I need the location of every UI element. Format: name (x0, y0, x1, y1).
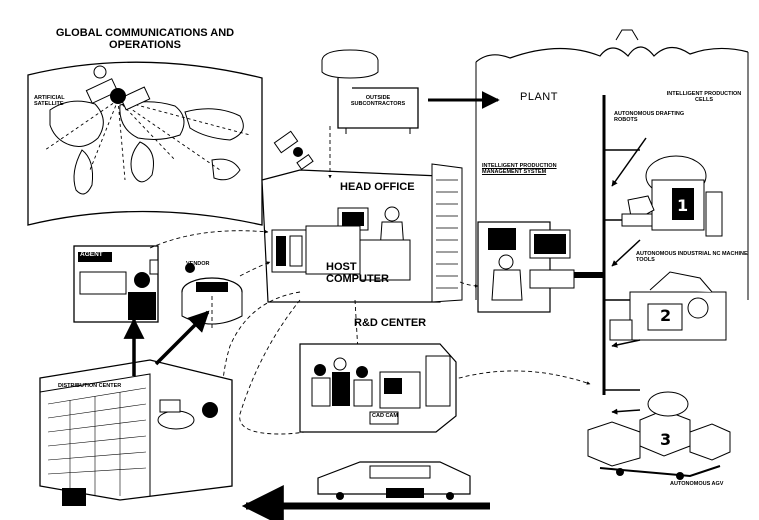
arrow-distribution-to-vendor (156, 312, 208, 364)
nc-tools-label: AUTONOMOUS INDUSTRIAL NC MACHINE TOOLS (636, 252, 748, 264)
drafting-robots-label: AUTONOMOUS DRAFTING ROBOTS (614, 112, 690, 124)
rd-center-label: R&D CENTER (354, 318, 426, 330)
cell-number-3: 3 (660, 430, 671, 449)
ipms-label: INTELLIGENT PRODUCTION MANAGEMENT SYSTEM (482, 164, 582, 176)
delivery-truck (318, 462, 470, 500)
distribution-center-building (40, 360, 232, 506)
plant-label: PLANT (520, 92, 558, 104)
agv-label: AUTONOMOUS AGV (670, 482, 748, 488)
head-office-label: HEAD OFFICE (340, 182, 415, 194)
cell-number-1: 1 (677, 196, 688, 215)
agv-illustration (588, 392, 730, 480)
vendor-kiosk (182, 263, 242, 324)
agent-label: AGENT (80, 252, 103, 259)
global-communications-label: GLOBAL COMMUNICATIONS AND OPERATIONS (50, 28, 240, 51)
cad-cam-label: CAD CAM (372, 414, 398, 420)
relay-satellite-illustration (274, 131, 313, 169)
production-cells-label: INTELLIGENT PRODUCTION CELLS (660, 92, 748, 104)
cell-number-2: 2 (660, 306, 671, 325)
vendor-label: VENDOR (186, 262, 210, 268)
subcontractors-building (322, 50, 418, 134)
subcontractors-label: OUTSIDE SUBCONTRACTORS (342, 96, 414, 108)
drafting-robot-cell (622, 156, 722, 236)
ipms-workstation (478, 222, 574, 312)
satellite-label: ARTIFICIAL SATELLITE (34, 96, 82, 108)
world-map-panel (28, 62, 262, 225)
host-computer-label: HOST COMPUTER (326, 262, 406, 285)
distribution-center-label: DISTRIBUTION CENTER (58, 384, 138, 390)
